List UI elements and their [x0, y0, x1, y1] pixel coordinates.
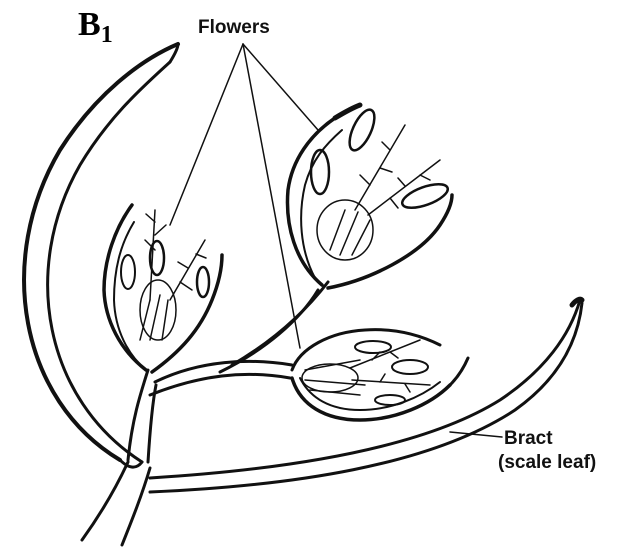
bract-sublabel: (scale leaf): [498, 452, 596, 474]
flower-lower-right: [292, 330, 468, 420]
flower-upper-right: [287, 105, 452, 288]
panel-label: B1: [78, 8, 113, 47]
panel-letter: B: [78, 6, 101, 43]
flowers-label: Flowers: [198, 17, 270, 39]
stem-base: [82, 462, 150, 545]
outer-bract: [24, 44, 178, 467]
flowers-leader-lines: [170, 44, 318, 348]
bract-label: Bract: [504, 428, 553, 450]
panel-subscript: 1: [101, 22, 113, 48]
branch-axes: [128, 282, 328, 462]
flower-left: [104, 205, 222, 372]
